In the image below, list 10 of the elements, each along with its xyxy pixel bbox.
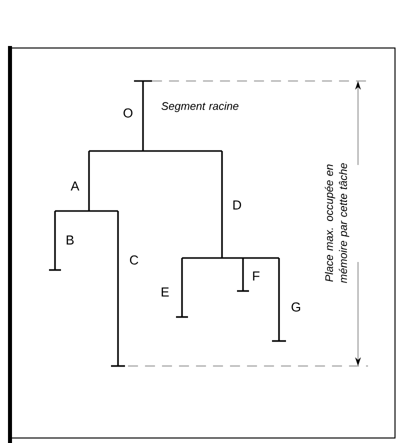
segment-label: C — [130, 255, 138, 265]
segment-label: G — [292, 302, 300, 312]
segment-label: O — [124, 108, 132, 118]
segment-label: A — [70, 182, 80, 190]
segment-label: E — [162, 288, 169, 296]
segment-label: D — [233, 200, 242, 210]
segment-label: F — [253, 272, 260, 280]
root-note: Segment racine — [162, 102, 238, 112]
dimension-text: Place max. occupée en mémoire par cette tâche — [324, 163, 350, 284]
segment-label: B — [66, 236, 74, 244]
